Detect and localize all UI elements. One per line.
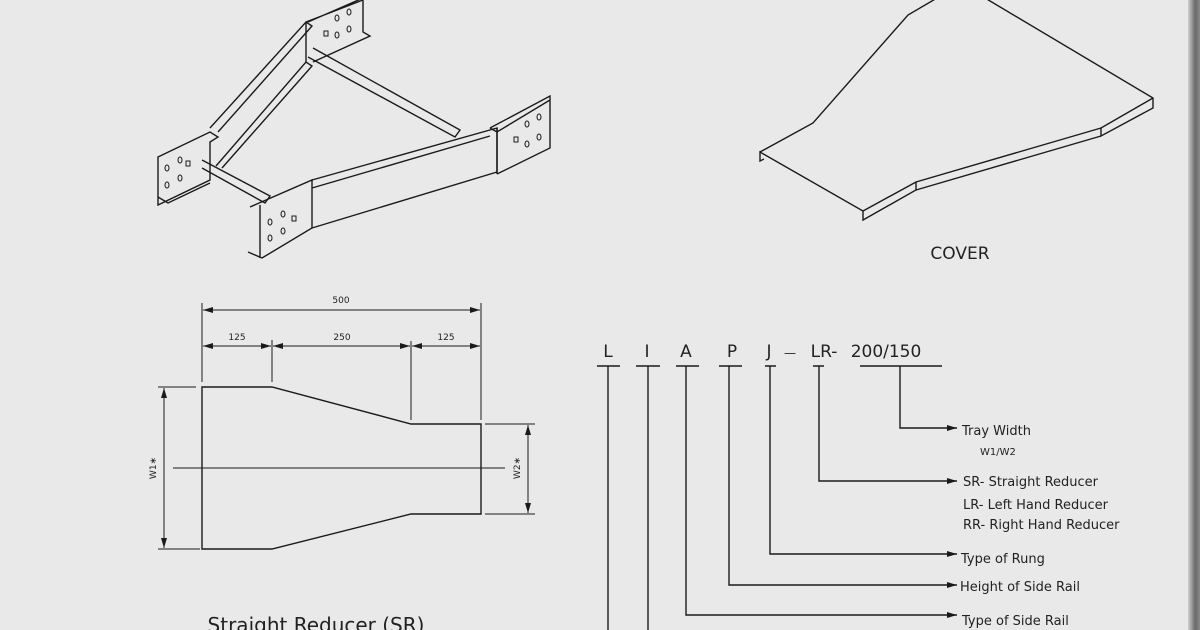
- label-tray-width-sub: W1/W2: [980, 447, 1016, 458]
- dim-middle: 250: [333, 333, 350, 343]
- cover-isometric-icon: [759, 0, 1154, 222]
- scan-edge-shadow: [1188, 0, 1200, 630]
- label-lr: LR- Left Hand Reducer: [963, 498, 1109, 513]
- dim-w2: W2∗: [513, 457, 523, 479]
- label-side-rail: Type of Side Rail: [961, 614, 1069, 629]
- ladder-tray-reducer-isometric-icon: [157, 0, 551, 259]
- dim-right: 125: [437, 333, 454, 343]
- label-height: Height of Side Rail: [960, 580, 1080, 595]
- straight-reducer-title: Straight Reducer (SR): [208, 613, 425, 630]
- code-part-type: LR-: [811, 342, 838, 362]
- label-rr: RR- Right Hand Reducer: [963, 518, 1120, 533]
- code-part-width: 200/150: [851, 342, 922, 362]
- label-rung: Type of Rung: [960, 552, 1045, 567]
- code-dash: —: [784, 346, 796, 360]
- label-sr: SR- Straight Reducer: [963, 475, 1099, 490]
- dim-overall: 500: [332, 296, 349, 306]
- dim-w1: W1∗: [149, 457, 159, 479]
- code-breakdown: L I A P J — LR- 200/150 Tray Width W1/W2…: [597, 342, 1120, 630]
- straight-reducer-drawing: [158, 303, 535, 550]
- code-part-j: J: [765, 342, 771, 362]
- code-part-i: I: [644, 342, 649, 362]
- code-part-a: A: [680, 342, 692, 362]
- label-tray-width: Tray Width: [961, 424, 1031, 439]
- cover-label: COVER: [930, 244, 989, 264]
- code-part-p: P: [727, 342, 737, 362]
- code-part-l: L: [603, 342, 613, 362]
- dim-left: 125: [228, 333, 245, 343]
